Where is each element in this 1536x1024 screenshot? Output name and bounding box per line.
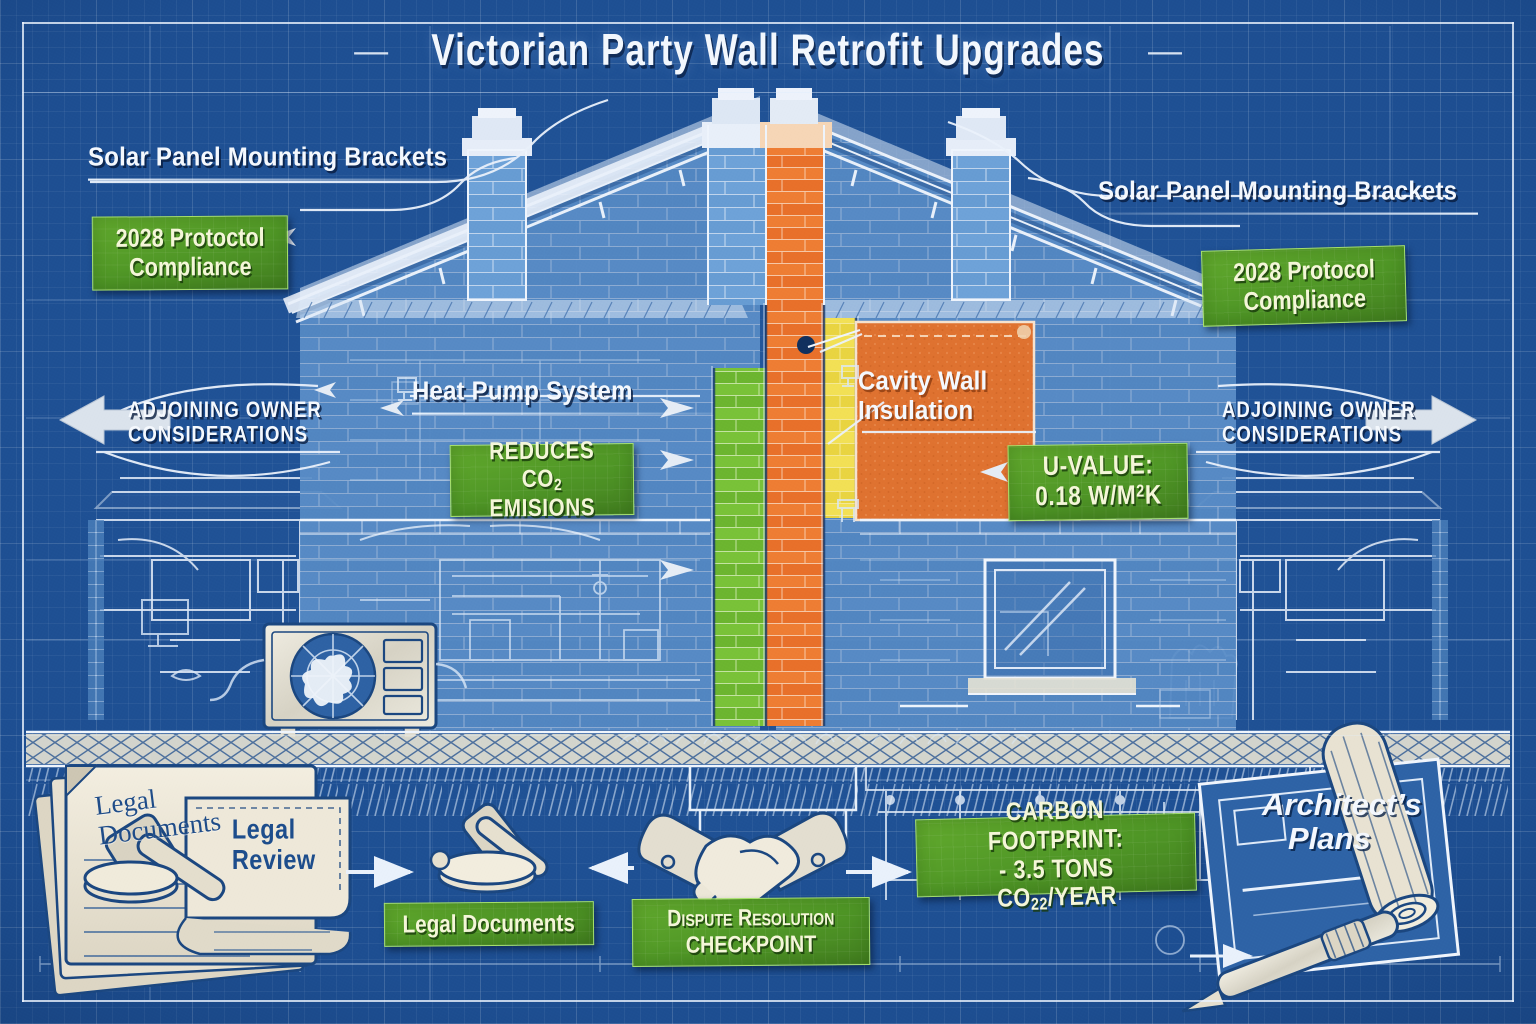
badge-uvalue-line-1: U-Value:: [1042, 450, 1154, 482]
badge-carbon-footprint[interactable]: Carbon Footprint: - 3.5 tons CO22/year: [915, 794, 1197, 914]
title-bar: — Victorian Party Wall Retrofit Upgrades —: [0, 26, 1536, 76]
badge-reduces-line-2-pre: CO: [521, 463, 555, 493]
orange-party-wall: [766, 305, 824, 726]
sheet-border-right: [1512, 22, 1514, 1002]
badge-protocol-right-line-1: 2028 Protocol: [1232, 254, 1375, 288]
badge-dispute-line-2: Checkpoint: [685, 931, 817, 959]
badge-protocol-left-line-1: 2028 Protoctol: [115, 222, 265, 253]
title-dash-right: —: [1147, 32, 1182, 70]
badge-reduces-co2-emissions[interactable]: Reduces CO2 Emisions: [449, 436, 635, 522]
legal-documents-illustration: [33, 764, 352, 997]
badge-protocol-right-line-2: Compliance: [1242, 283, 1367, 316]
gavel-icon-left: [83, 813, 226, 904]
sheet-border-top-inner: [22, 92, 1514, 93]
badge-carbon-line-2-post: /year: [1047, 880, 1118, 912]
badge-protocol-left-line-2: Compliance: [128, 251, 252, 282]
green-insulation-strip: [714, 368, 766, 726]
title-dash-left: —: [354, 32, 389, 70]
architects-plans-illustration: [1181, 721, 1461, 1013]
badge-uvalue-line-2-post: K: [1144, 479, 1162, 511]
badge-protocol-compliance-left[interactable]: 2028 Protoctol Compliance: [91, 215, 289, 291]
architects-plans-line-2: Plans: [1288, 821, 1371, 857]
badge-reduces-line-1: Reduces: [489, 435, 595, 466]
ground-floor-detail-left: [322, 559, 700, 723]
sheet-border-left: [22, 22, 24, 1002]
adjoining-right-arrow: [1365, 395, 1478, 445]
party-wall-assembly: [711, 303, 859, 726]
sheet-border-bottom: [22, 1000, 1514, 1002]
card-legal-review: Legal Review: [232, 815, 352, 876]
badge-reduces-subscript: 2: [553, 476, 563, 495]
gavel-block-illustration: [429, 802, 549, 894]
upper-floor-detail-left: [350, 359, 660, 481]
porch-right: [1193, 477, 1443, 720]
cavity-wall-insulation-panel: [797, 320, 1036, 522]
badge-carbon-subscript: 22: [1030, 894, 1049, 915]
badge-legal-documents[interactable]: Legal Documents: [383, 901, 595, 947]
chimney-centre-twin: [702, 88, 832, 305]
badge-u-value[interactable]: U-Value: 0.18 W/m2K: [1007, 442, 1189, 522]
ground-scribble: [619, 733, 1031, 745]
eaves-band-right: [788, 300, 1240, 319]
legal-review-line-1: Legal: [231, 814, 296, 845]
leader-lines: [90, 98, 1448, 477]
architects-plans-line-1: Architect’s: [1262, 787, 1422, 822]
badge-legal-documents-text: Legal Documents: [402, 908, 576, 938]
badge-dispute-resolution-checkpoint[interactable]: Dispute Resolution Checkpoint: [631, 896, 871, 968]
chimney-right: [946, 108, 1016, 301]
ground-floor-detail-right: [880, 579, 1226, 719]
page-title: Victorian Party Wall Retrofit Upgrades: [431, 26, 1105, 76]
badge-protocol-compliance-right[interactable]: 2028 Protocol Compliance: [1200, 245, 1408, 327]
badge-carbon-line-1: Carbon Footprint:: [987, 794, 1124, 855]
window-right: [900, 558, 1180, 708]
badge-dispute-line-1: Dispute Resolution: [667, 904, 835, 933]
eaves-band-left: [296, 300, 748, 319]
sheet-border-top: [22, 22, 1514, 24]
legal-review-line-2: Review: [231, 844, 316, 876]
chimney-left: [462, 108, 532, 301]
adjoining-left-arrow: [58, 395, 171, 445]
badge-uvalue-superscript: 2: [1135, 481, 1145, 502]
badge-reduces-line-2-post: Emisions: [489, 493, 596, 523]
badge-uvalue-line-2-pre: 0.18 W/m: [1034, 480, 1137, 513]
heat-pump-outdoor-unit: [209, 622, 468, 739]
callout-architects-plans: Architect’s Plans: [1262, 787, 1452, 857]
sheet-border-bottom-inner: [22, 735, 1514, 736]
heat-pump-arrow: [380, 400, 404, 416]
yellow-insulation-strip: [824, 318, 856, 518]
